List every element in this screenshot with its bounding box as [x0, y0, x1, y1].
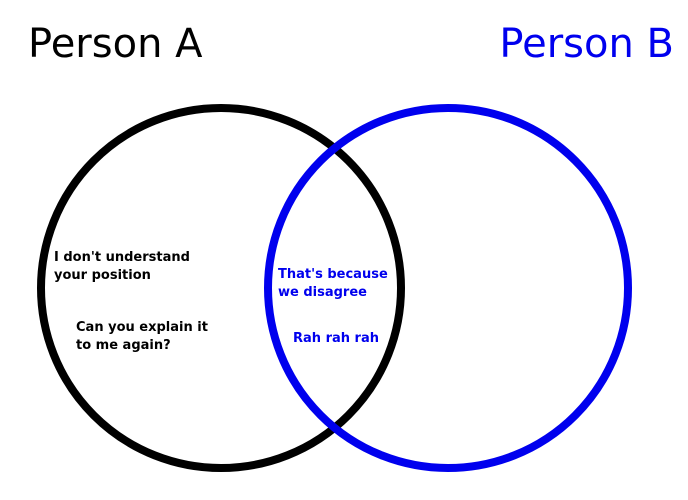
person-a-circle [37, 104, 405, 472]
overlap-statement: Rah rah rah [293, 331, 379, 346]
person-a-statement: Can you explain it to me again? [76, 320, 208, 353]
overlap-statement: That's because we disagree [278, 267, 388, 300]
person-b-title: Person B [499, 21, 674, 67]
person-a-statement: I don't understand your position [54, 250, 190, 283]
person-a-title: Person A [28, 21, 203, 67]
person-b-circle [264, 104, 632, 472]
